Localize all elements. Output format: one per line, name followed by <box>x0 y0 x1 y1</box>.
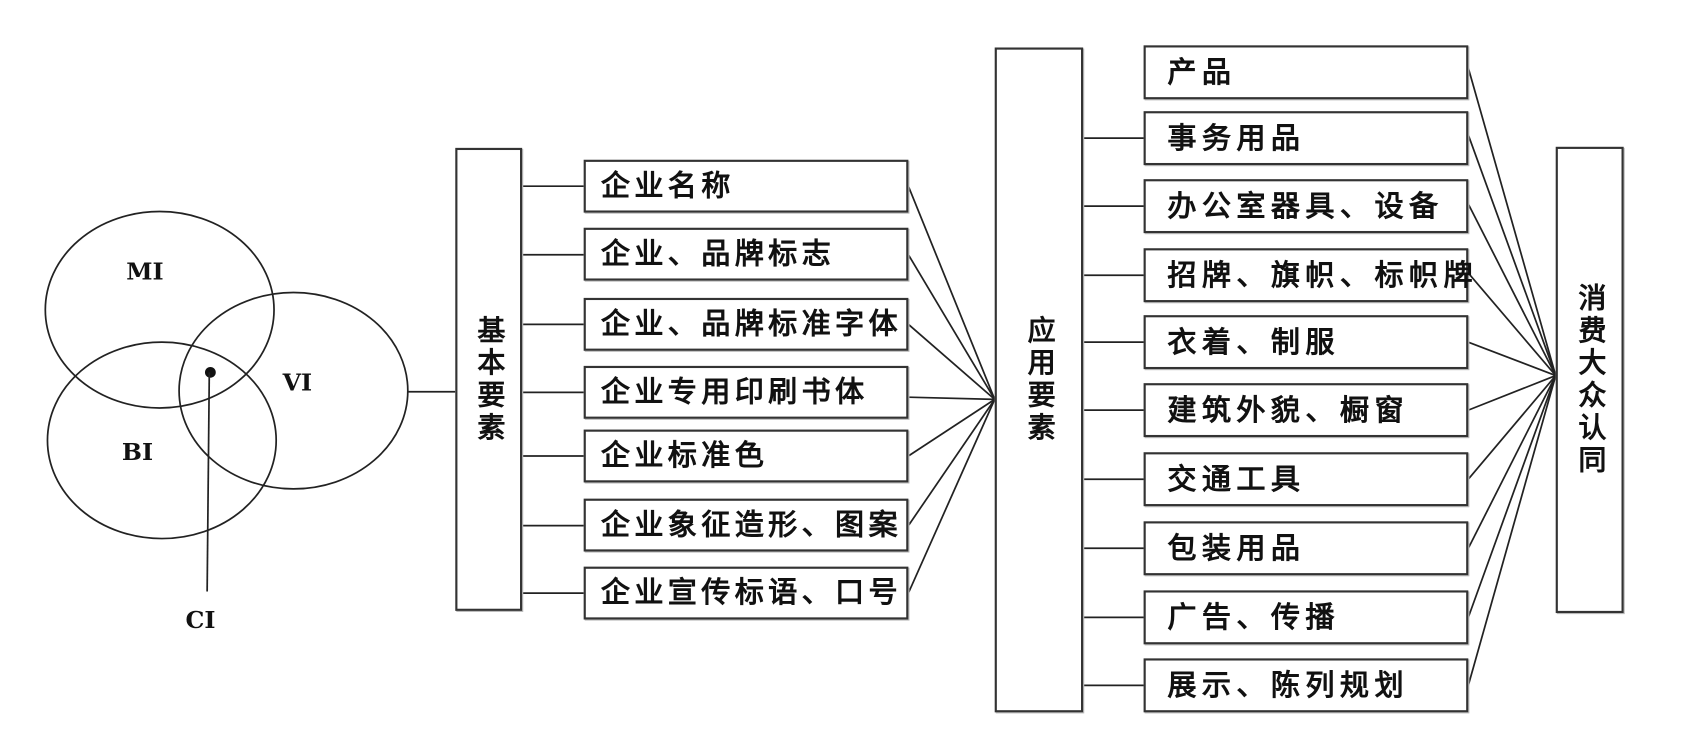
basic-item-symbol-pattern: 企业象征造形、图案 <box>583 498 909 552</box>
converge-line <box>1467 375 1557 480</box>
converge-line <box>907 398 996 594</box>
converge-line <box>1467 203 1557 376</box>
app-item-uniforms: 衣着、制服 <box>1143 315 1469 370</box>
app-item-product: 产品 <box>1143 45 1469 100</box>
basic-item-corporate-name: 企业名称 <box>583 159 909 213</box>
bi-circle <box>46 341 278 540</box>
basic-item-print-font: 企业专用印刷书体 <box>583 365 909 419</box>
app-item-office-equipment: 办公室器具、设备 <box>1143 179 1469 234</box>
ci-label: CI <box>186 606 216 634</box>
application-elements-bar: 应用要素 <box>994 47 1084 713</box>
converge-line <box>1467 134 1557 376</box>
basic-item-brand-logo: 企业、品牌标志 <box>583 227 909 281</box>
converge-line <box>1467 272 1557 377</box>
public-recognition-bar: 消费大众认同 <box>1555 146 1624 614</box>
converge-line <box>1467 375 1557 618</box>
basic-item-slogan: 企业宣传标语、口号 <box>583 566 909 620</box>
converge-line <box>1467 375 1557 549</box>
converge-line <box>907 323 996 400</box>
mi-circle <box>44 210 275 409</box>
converge-line <box>908 396 995 401</box>
converge-line <box>907 185 996 400</box>
app-item-packaging: 包装用品 <box>1143 521 1469 576</box>
basic-elements-bar: 基本要素 <box>455 147 523 611</box>
basic-item-standard-typeface: 企业、品牌标准字体 <box>583 297 909 351</box>
converge-line <box>907 398 996 457</box>
app-item-signage: 招牌、旗帜、标帜牌 <box>1143 248 1473 303</box>
app-item-exhibition: 展示、陈列规划 <box>1143 658 1469 713</box>
converge-line <box>907 398 996 527</box>
ci-pointer-line <box>206 372 211 592</box>
vi-circle <box>178 291 409 490</box>
bi-label: BI <box>122 438 153 466</box>
app-item-architecture: 建筑外貌、橱窗 <box>1143 383 1469 438</box>
converge-line <box>1467 374 1557 411</box>
ci-point <box>204 366 216 378</box>
converge-line <box>907 254 996 400</box>
converge-line <box>1467 375 1557 686</box>
app-item-advertising: 广告、传播 <box>1143 590 1469 645</box>
vi-label: VI <box>282 369 312 397</box>
app-item-office-supplies: 事务用品 <box>1143 111 1469 166</box>
basic-item-standard-color: 企业标准色 <box>583 429 909 483</box>
converge-line <box>1468 341 1557 377</box>
app-item-vehicles: 交通工具 <box>1143 452 1469 507</box>
mi-label: MI <box>126 258 163 286</box>
converge-line <box>1467 67 1557 376</box>
